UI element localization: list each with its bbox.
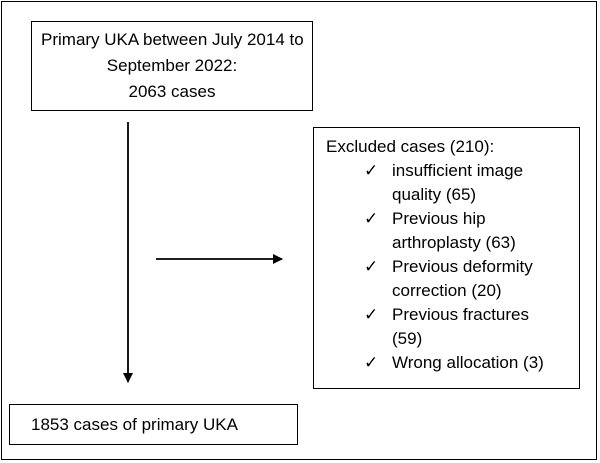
- check-icon: ✓: [364, 353, 379, 372]
- result-box: 1853 cases of primary UKA: [9, 404, 298, 445]
- excluded-item: ✓ insufficient image quality (65): [326, 159, 569, 207]
- check-icon: ✓: [364, 257, 379, 276]
- start-box-line: 2063 cases: [128, 82, 216, 101]
- excluded-item: ✓ Previous deformity correction (20): [326, 255, 569, 303]
- start-box-line: September 2022:: [106, 56, 238, 75]
- check-icon: ✓: [364, 209, 379, 228]
- start-box-line: Primary UKA between July 2014 to: [41, 30, 304, 49]
- excluded-item-line: Previous fractures: [392, 305, 529, 324]
- excluded-item-line: arthroplasty (63): [392, 233, 516, 252]
- excluded-box: Excluded cases (210): ✓ insufficient ima…: [313, 127, 580, 389]
- excluded-item: ✓ Wrong allocation (3): [326, 351, 569, 375]
- excluded-item-line: Previous deformity: [392, 257, 533, 276]
- start-box-text: Primary UKA between July 2014 to Septemb…: [41, 27, 304, 105]
- excluded-item-line: insufficient image: [392, 161, 524, 180]
- excluded-item-line: Previous hip: [392, 209, 486, 228]
- excluded-list: ✓ insufficient image quality (65) ✓ Prev…: [326, 159, 569, 375]
- excluded-item-line: Wrong allocation (3): [392, 353, 544, 372]
- excluded-item-line: quality (65): [392, 185, 477, 204]
- excluded-item-text: Previous deformity correction (20): [392, 255, 562, 303]
- result-box-label: 1853 cases of primary UKA: [31, 414, 238, 434]
- excluded-item-line: correction (20): [392, 281, 502, 300]
- check-icon: ✓: [364, 305, 379, 324]
- excluded-item: ✓ Previous hip arthroplasty (63): [326, 207, 569, 255]
- excluded-title: Excluded cases (210):: [326, 137, 495, 156]
- excluded-item-text: Previous hip arthroplasty (63): [392, 207, 562, 255]
- excluded-item-text: Wrong allocation (3): [392, 351, 562, 375]
- excluded-item: ✓ Previous fractures (59): [326, 303, 569, 351]
- excluded-item-line: (59): [392, 329, 423, 348]
- start-box: Primary UKA between July 2014 to Septemb…: [31, 21, 313, 111]
- excluded-item-text: insufficient image quality (65): [392, 159, 562, 207]
- check-icon: ✓: [364, 161, 379, 180]
- excluded-item-text: Previous fractures (59): [392, 303, 562, 351]
